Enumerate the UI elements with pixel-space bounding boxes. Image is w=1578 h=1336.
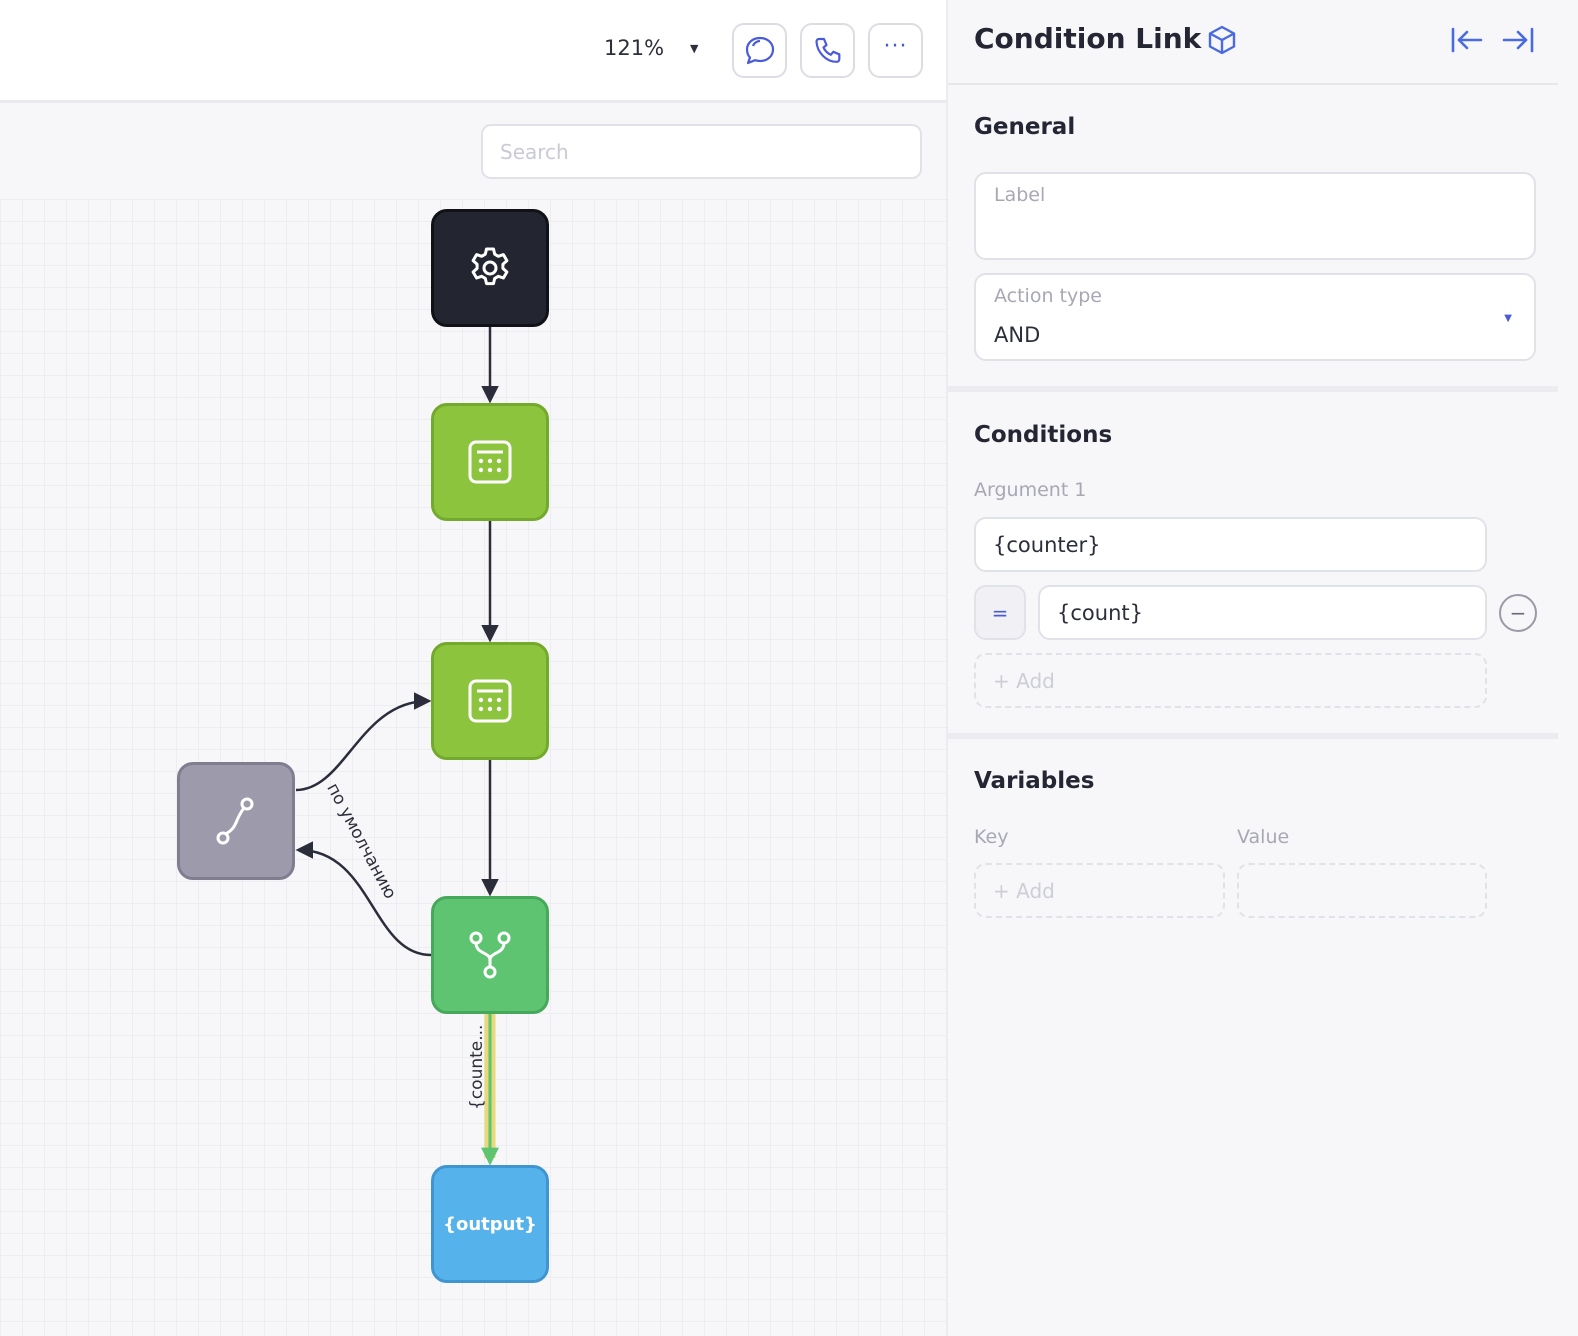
argument-label: Argument 1 [974,479,1087,501]
minus-icon: − [1509,601,1527,625]
label-input[interactable] [992,218,1520,250]
route-icon [216,797,254,845]
cube-icon [1208,25,1236,55]
route-node[interactable] [177,762,295,880]
canvas-toolbar: 121% ▼ ··· [0,0,946,103]
label-field-label: Label [994,184,1046,206]
operator-button[interactable]: = [974,585,1026,640]
expand-right-icon[interactable] [1501,25,1535,55]
conditions-heading: Conditions [974,422,1113,448]
collapse-left-icon[interactable] [1450,25,1484,55]
edge-label-condition[interactable]: {counte... [467,1024,487,1110]
calculator-icon [468,679,512,723]
section-divider [948,733,1558,739]
call-button[interactable] [800,23,855,78]
action-type-value: AND [994,323,1041,347]
properties-panel: Condition Link General Label [948,0,1578,1336]
calculator-node[interactable] [431,642,549,760]
flow-canvas-area: 121% ▼ ··· [0,0,948,1336]
chat-button[interactable] [732,23,787,78]
action-type-label: Action type [994,285,1102,307]
variable-value-input[interactable] [1237,863,1487,918]
remove-condition-button[interactable]: − [1499,594,1537,632]
more-options-button[interactable]: ··· [868,23,923,78]
calculator-icon [468,440,512,484]
add-variable-button[interactable]: + Add [974,863,1225,918]
zoom-value: 121% [604,36,665,60]
gear-icon [471,247,509,286]
zoom-selector[interactable]: 121% ▼ [604,36,699,60]
panel-title: Condition Link [974,22,1202,55]
caret-down-icon: ▼ [690,41,699,55]
add-condition-button[interactable]: + Add [974,653,1487,708]
panel-header: Condition Link [948,0,1558,85]
start-node[interactable] [431,209,549,327]
action-type-select[interactable]: Action type AND ▼ [974,273,1536,361]
output-node[interactable]: {output} [431,1165,549,1283]
variables-heading: Variables [974,768,1095,794]
key-column-label: Key [974,826,1009,848]
search-input[interactable] [481,124,922,179]
phone-icon [814,37,840,63]
branch-icon [469,931,511,979]
section-divider [948,386,1558,392]
more-icon: ··· [883,34,908,59]
label-field[interactable]: Label [974,172,1536,260]
canvas-grid[interactable] [0,199,946,1336]
calculator-node[interactable] [431,403,549,521]
chat-bubble-icon [745,36,774,64]
branch-node[interactable] [431,896,549,1014]
general-heading: General [974,114,1076,140]
value-column-label: Value [1237,826,1290,848]
argument-input[interactable]: {counter} [974,517,1487,572]
caret-down-icon: ▼ [1504,313,1512,324]
compare-value-input[interactable]: {count} [1038,585,1487,640]
